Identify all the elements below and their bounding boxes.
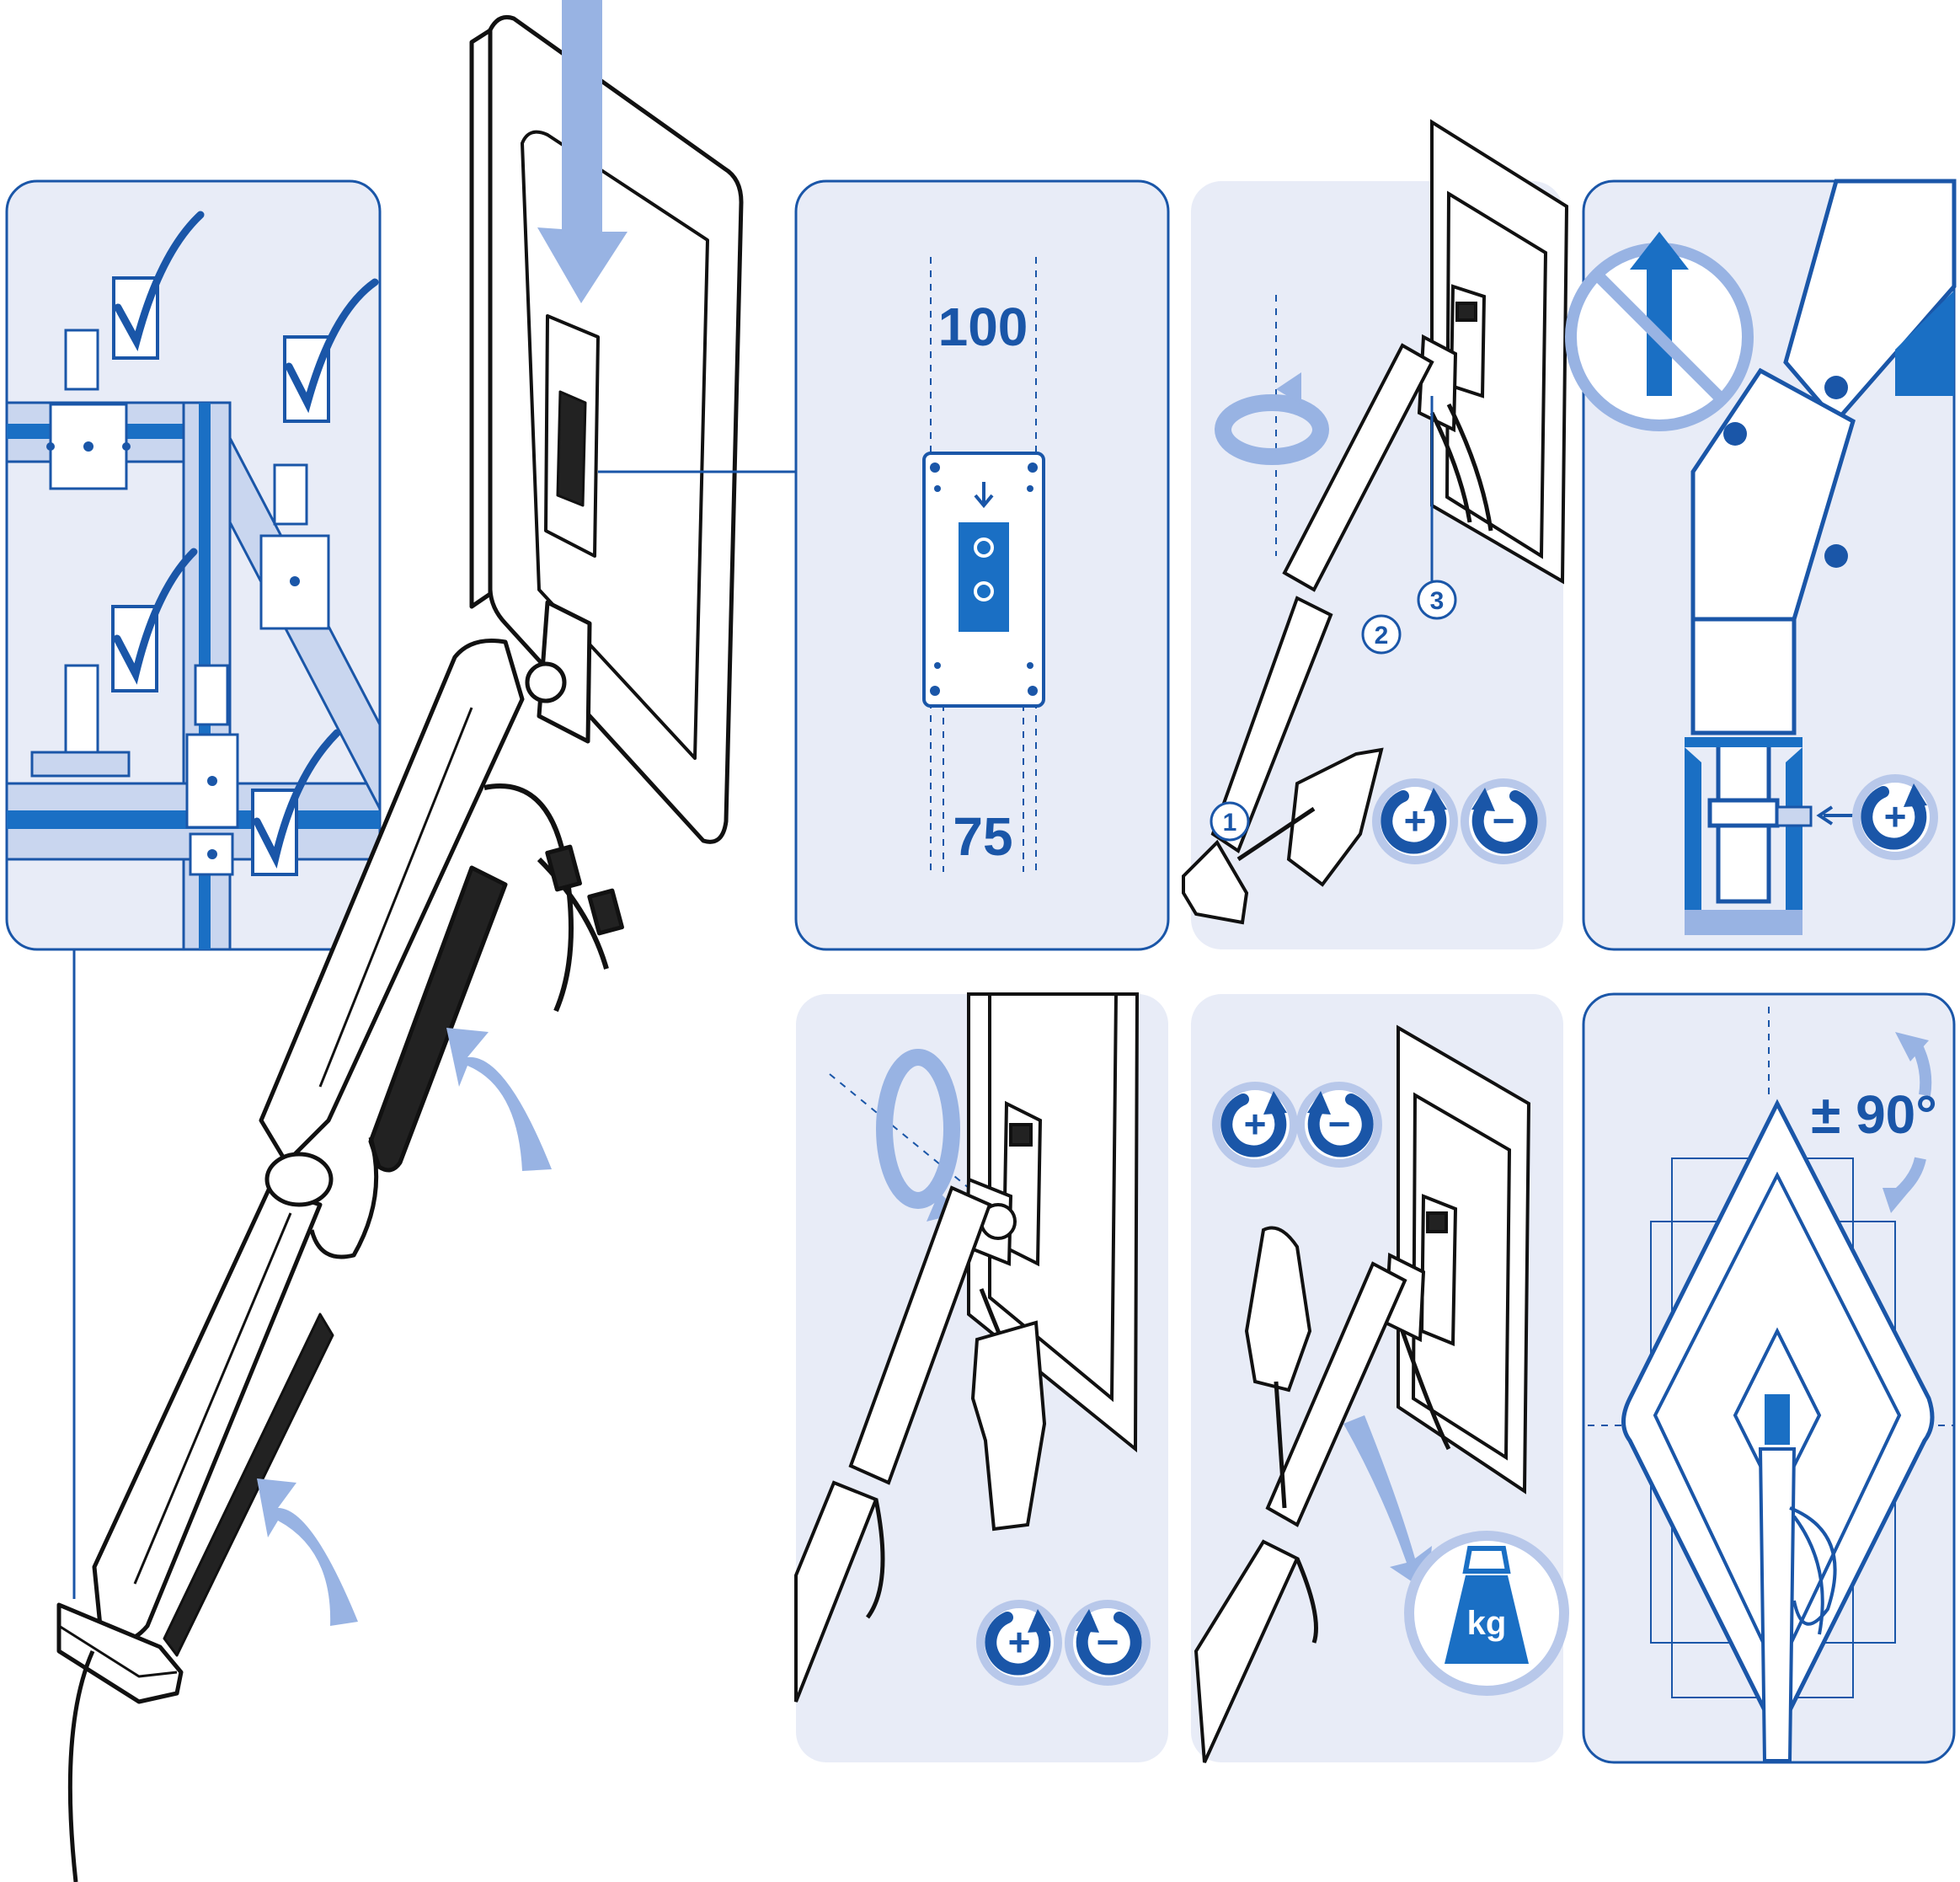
- tighten-icon: +: [976, 1600, 1062, 1686]
- tighten-icon: +: [1372, 778, 1458, 864]
- vesa-height-label: 75: [953, 806, 1012, 867]
- step-3-label: 3: [1430, 587, 1445, 615]
- tilt-panel: + −: [794, 992, 1168, 1762]
- step-1-label: 1: [1223, 809, 1237, 837]
- down-arrow-icon: [537, 0, 628, 303]
- tension-panel: 1 2 3 + −: [1182, 119, 1569, 949]
- main-arm-illustration: [56, 15, 744, 1882]
- svg-text:−: −: [1328, 1102, 1351, 1146]
- clamp-detail-panel: [5, 179, 382, 1599]
- svg-text:+: +: [1884, 794, 1907, 838]
- vesa-width-label: 100: [938, 297, 1028, 357]
- weight-unit-label: kg: [1467, 1605, 1507, 1642]
- weight-icon: kg: [1404, 1531, 1569, 1696]
- svg-text:+: +: [1404, 799, 1427, 842]
- loosen-icon: −: [1461, 778, 1546, 864]
- rotation-panel: ± 90°: [1582, 992, 1956, 1764]
- svg-text:+: +: [1008, 1620, 1031, 1664]
- rotate-icon: [1215, 372, 1329, 465]
- lock-panel: +: [1565, 179, 1957, 951]
- no-lift-icon: [1565, 232, 1754, 431]
- step-2-label: 2: [1375, 622, 1389, 650]
- svg-text:+: +: [1244, 1102, 1267, 1146]
- vesa-panel: 100 75: [794, 179, 1170, 951]
- rotate-icon: [257, 1028, 552, 1626]
- svg-text:−: −: [1097, 1620, 1119, 1664]
- tighten-icon: +: [1852, 774, 1938, 860]
- svg-text:−: −: [1493, 799, 1515, 842]
- tighten-icon: +: [1212, 1082, 1298, 1168]
- loosen-icon: −: [1065, 1600, 1151, 1686]
- weight-panel: + − kg: [1191, 994, 1569, 1763]
- rotation-label: ± 90°: [1811, 1084, 1937, 1145]
- loosen-icon: −: [1296, 1082, 1382, 1168]
